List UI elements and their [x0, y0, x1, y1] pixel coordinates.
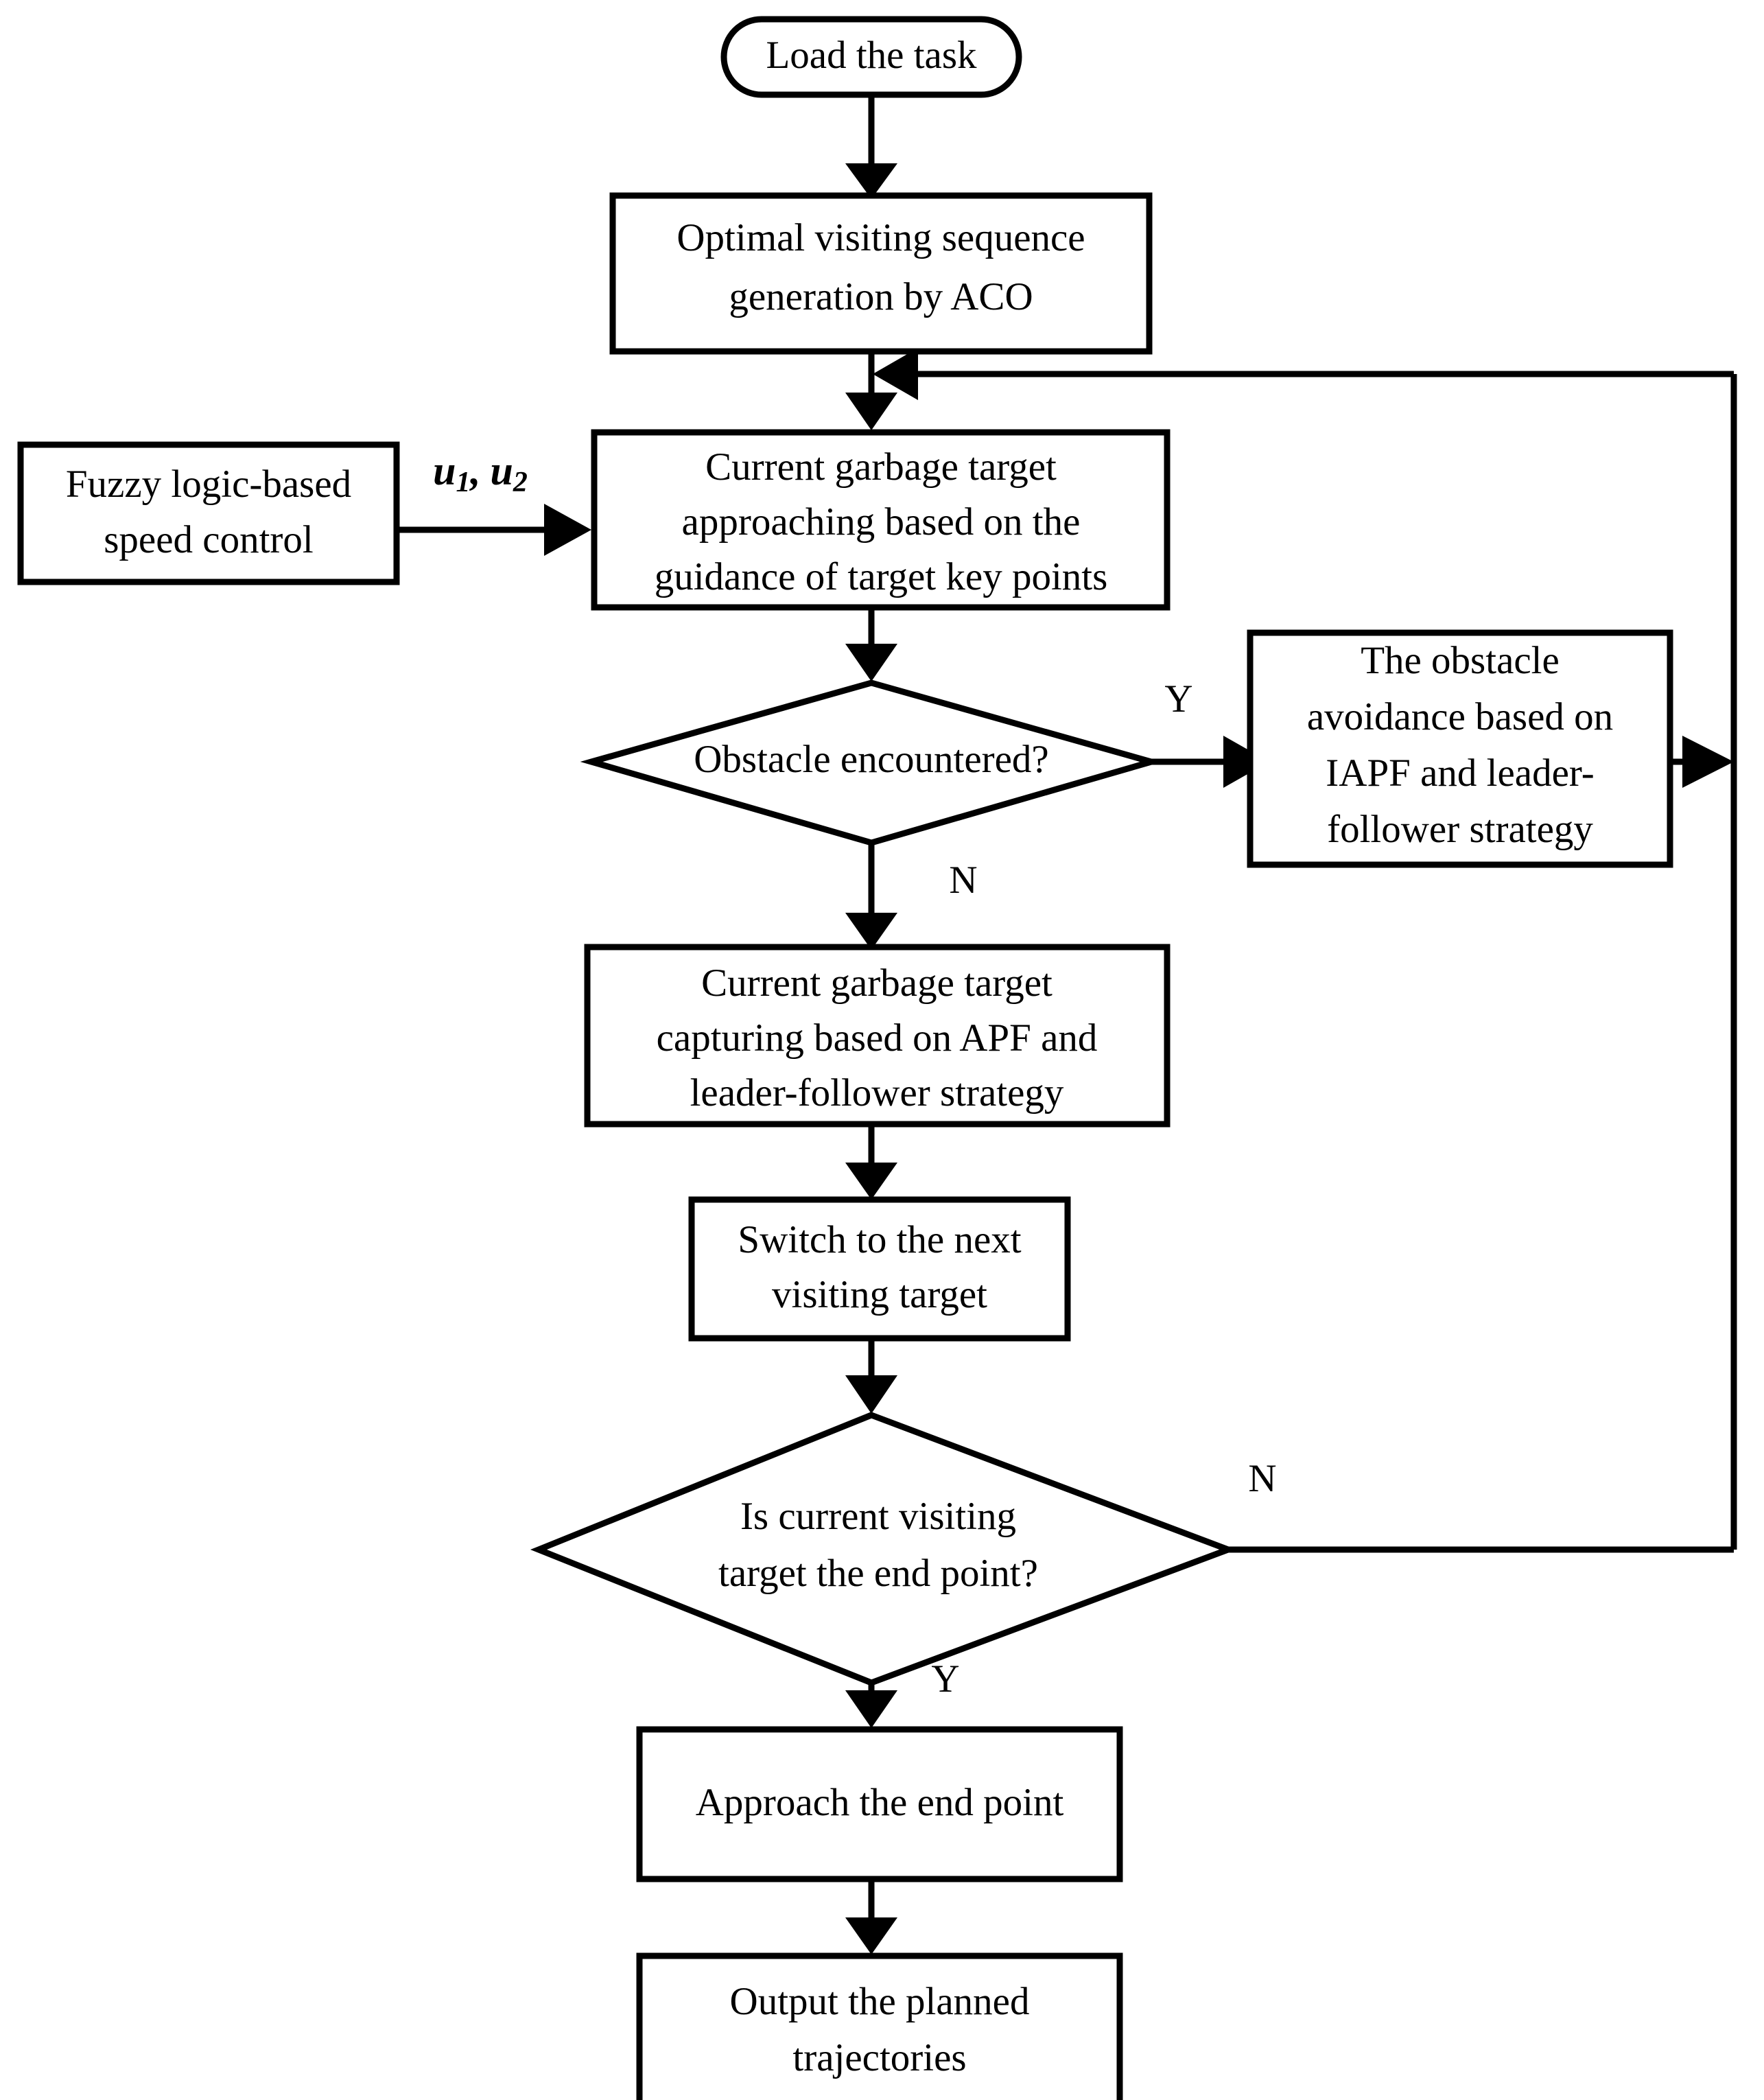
approach-shape: [591, 429, 1171, 611]
edge-avoidance-to-right-rail: [1670, 736, 1734, 788]
capture-shape: [584, 944, 1171, 1128]
end-question-label-line2: target the end point?: [718, 1552, 1038, 1595]
output-label-line2: trajectories: [792, 2036, 966, 2079]
edge-start-to-aco: [845, 93, 897, 199]
edge-approach-to-obstacle-question: [845, 607, 897, 681]
start-shape: [720, 16, 1022, 98]
edge-fuzzy-to-approach: [398, 504, 591, 556]
approach-end-label: Approach the end point: [696, 1781, 1064, 1824]
capture-label-line2: capturing based on APF and: [657, 1016, 1098, 1060]
edge-label-end-yes: Y: [931, 1657, 959, 1701]
avoidance-shape: [1247, 629, 1673, 868]
node-capture-target[interactable]: Current garbage target capturing based o…: [584, 944, 1171, 1128]
node-end-point-question[interactable]: Is current visiting target the end point…: [530, 1412, 1237, 1686]
edge-obstacle-question-yes-to-avoidance: [1151, 736, 1269, 788]
node-aco[interactable]: Optimal visiting sequence generation by …: [609, 192, 1153, 355]
start-label: Load the task: [766, 34, 977, 77]
arrowhead-down: [845, 1917, 897, 1955]
fuzzy-label-line2: speed control: [104, 518, 313, 561]
node-approach-target[interactable]: Current garbage target approaching based…: [591, 429, 1171, 611]
edge-label-obstacle-yes: Y: [1164, 677, 1192, 721]
fuzzy-shape: [17, 441, 400, 585]
aco-shape: [609, 192, 1153, 355]
avoidance-label-line3: IAPF and leader-: [1326, 751, 1594, 795]
edge-switch-to-end-question: [845, 1338, 897, 1414]
switch-shape: [688, 1196, 1071, 1342]
arrowhead-down: [845, 644, 897, 681]
arrowhead-down: [845, 1375, 897, 1414]
control-signal-u2-sub: 2: [513, 467, 528, 498]
approach-label-line3: guidance of target key points: [655, 555, 1108, 598]
aco-label-line2: generation by ACO: [729, 275, 1033, 318]
obstacle-question-label: Obstacle encountered?: [694, 738, 1048, 781]
control-signal-u1-base: u: [433, 448, 456, 493]
approach-label-line2: approaching based on the: [682, 500, 1081, 544]
end-question-shape: [530, 1412, 1237, 1686]
arrowhead-left: [873, 348, 918, 400]
arrowhead-down: [845, 393, 897, 430]
capture-label-line1: Current garbage target: [701, 961, 1052, 1005]
approach-label-line1: Current garbage target: [705, 445, 1057, 489]
node-fuzzy-speed-control[interactable]: Fuzzy logic-based speed control: [17, 441, 400, 585]
capture-label-line3: leader-follower strategy: [690, 1071, 1064, 1115]
arrowhead-right: [1682, 736, 1734, 788]
edge-approach-end-to-output: [845, 1879, 897, 1955]
arrowhead-right: [1223, 736, 1269, 788]
edge-obstacle-question-no-to-capture: [845, 843, 897, 950]
edge-label-obstacle-no: N: [949, 859, 977, 902]
control-signal-u2-base: u: [491, 448, 513, 493]
avoidance-label-line2: avoidance based on: [1307, 695, 1613, 738]
arrowhead-down: [845, 913, 897, 950]
node-obstacle-avoidance[interactable]: The obstacle avoidance based on IAPF and…: [1247, 629, 1673, 868]
arrowhead-down: [845, 1163, 897, 1200]
control-signal-label: u1,u2: [433, 448, 528, 498]
edge-label-end-no: N: [1248, 1457, 1276, 1500]
switch-label-line1: Switch to the next: [738, 1218, 1021, 1261]
aco-label-line1: Optimal visiting sequence: [677, 216, 1085, 259]
edge-capture-to-switch: [845, 1124, 897, 1200]
node-approach-end-point[interactable]: Approach the end point: [636, 1726, 1123, 1882]
switch-label-line2: visiting target: [772, 1273, 987, 1316]
edge-label-control-signals: u1,u2: [433, 448, 528, 498]
node-obstacle-question[interactable]: Obstacle encountered?: [580, 679, 1163, 846]
avoidance-label-line1: The obstacle: [1361, 639, 1560, 682]
end-question-label-line1: Is current visiting: [740, 1495, 1016, 1538]
edge-right-rail: [868, 351, 1737, 1550]
node-output-trajectories[interactable]: Output the planned trajectories: [636, 1952, 1123, 2100]
arrowhead-down: [845, 163, 897, 199]
arrowhead-down: [845, 1690, 897, 1728]
edge-feedback-rail-to-trunk: [873, 348, 1734, 400]
control-signal-comma: ,: [469, 448, 481, 493]
node-switch-next-target[interactable]: Switch to the next visiting target: [688, 1196, 1071, 1342]
output-shape: [636, 1952, 1123, 2100]
approach-end-shape: [636, 1726, 1123, 1882]
obstacle-question-shape: [580, 679, 1163, 846]
node-start[interactable]: Load the task: [720, 16, 1022, 98]
control-signal-u1-sub: 1: [456, 467, 471, 498]
avoidance-label-line4: follower strategy: [1327, 808, 1593, 851]
output-label-line1: Output the planned: [730, 1980, 1030, 2023]
arrowhead-right: [544, 504, 591, 556]
fuzzy-label-line1: Fuzzy logic-based: [66, 463, 351, 506]
